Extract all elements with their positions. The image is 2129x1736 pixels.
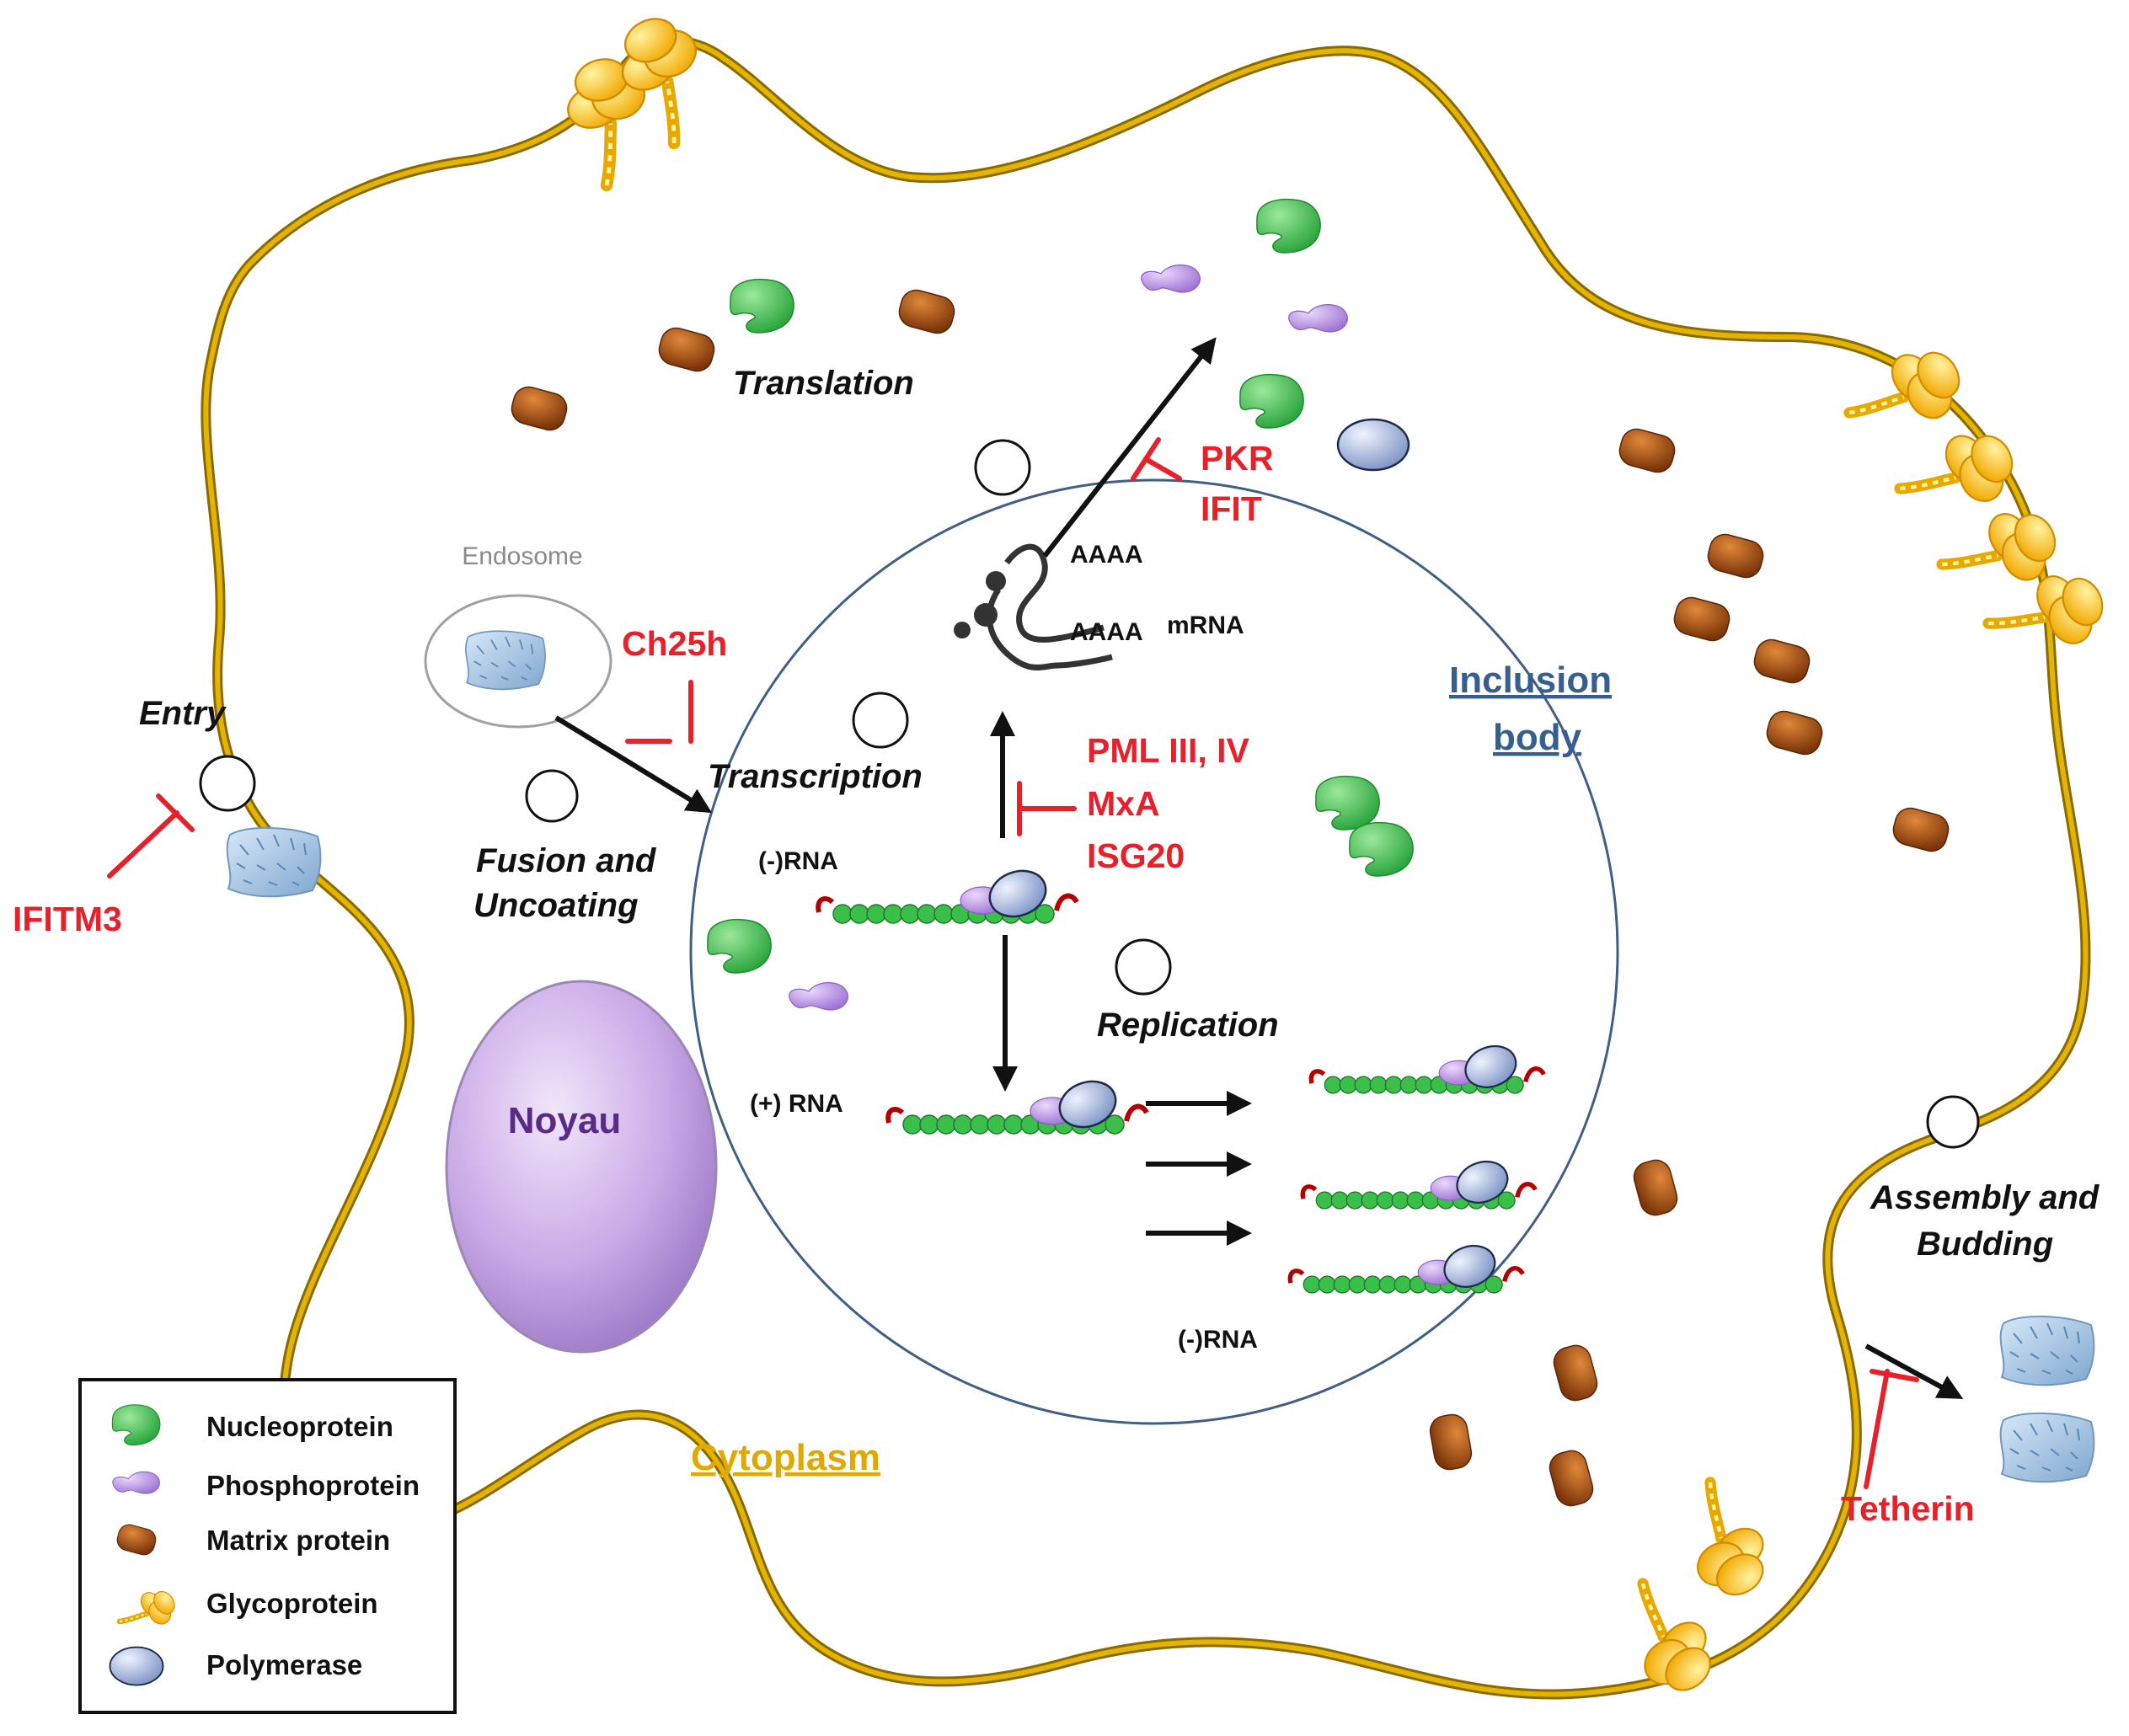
matrix-protein-icon (1704, 530, 1768, 582)
nucleoprotein-icon (730, 278, 794, 334)
endosome-label: Endosome (462, 542, 582, 570)
inclusion-body-label-line2: body (1493, 717, 1582, 758)
matrix-protein-icon (655, 323, 719, 376)
transcription-label: Transcription (708, 758, 923, 795)
minus-rna-label-top: (-)RNA (758, 847, 838, 875)
polymerase-icon (109, 1646, 164, 1686)
stage-marker-translation (974, 439, 1031, 496)
cytoplasm-label: Cytoplasm (691, 1437, 880, 1478)
matrix-protein-icon (1545, 1446, 1597, 1510)
matrix-protein-icon (1629, 1156, 1682, 1220)
mrna-ribosome (954, 543, 1113, 670)
rnp-progeny-complex (1303, 1155, 1535, 1210)
legend-item-phosphoprotein: Phosphoprotein (206, 1470, 420, 1501)
isg20-label: ISG20 (1087, 836, 1185, 875)
ch25h-label: Ch25h (622, 624, 727, 663)
matrix-protein-icon (895, 286, 959, 338)
virion-icon (465, 630, 546, 691)
polymerase-icon (1336, 418, 1410, 472)
polya-tail-2: AAAA (1070, 618, 1143, 646)
pml-label: PML III, IV (1087, 731, 1250, 770)
stage-marker-fusion (525, 769, 579, 823)
tetherin-label: Tetherin (1841, 1489, 1975, 1528)
fusion-label-line2: Uncoating (473, 887, 639, 924)
mrna-label: mRNA (1167, 612, 1244, 639)
stage-marker-entry (199, 755, 256, 812)
matrix-protein-icon (1615, 425, 1679, 477)
nucleoprotein-icon (1256, 198, 1321, 254)
legend: Nucleoprotein Phosphoprotein Matrix prot… (78, 1378, 457, 1714)
assembly-label-line1: Assembly and (1870, 1179, 2100, 1216)
virion-icon (1999, 1412, 2095, 1483)
inclusion-body-label-line1: Inclusion (1449, 660, 1612, 701)
minus-rna-label-bottom: (-)RNA (1178, 1326, 1258, 1354)
plus-rna-label: (+) RNA (750, 1090, 843, 1118)
nucleus-label: Noyau (508, 1100, 621, 1141)
translation-label: Translation (733, 365, 914, 402)
nucleus (445, 980, 718, 1354)
virion-icon (1999, 1315, 2095, 1386)
fusion-label-line1: Fusion and (476, 842, 657, 879)
assembly-label-line2: Budding (1917, 1226, 2053, 1263)
legend-item-matrix-protein: Matrix protein (206, 1525, 390, 1556)
matrix-protein-icon (1889, 804, 1953, 856)
stage-marker-transcription (852, 692, 909, 749)
phosphoprotein-icon (1141, 264, 1201, 293)
phosphoprotein-icon (1288, 303, 1348, 333)
nucleoprotein-icon (1239, 373, 1304, 429)
inhibition-markers (107, 437, 1919, 1489)
ifit-label: IFIT (1201, 489, 1262, 528)
rnp-plus-rna-complex (888, 1074, 1147, 1135)
matrix-protein-icon (1549, 1341, 1602, 1405)
rnp-progeny-complex (1311, 1039, 1543, 1094)
legend-item-glycoprotein: Glycoprotein (206, 1588, 378, 1619)
nucleoprotein-icon (707, 918, 772, 974)
matrix-protein-icon (1750, 635, 1814, 687)
rnp-progeny-complex (1290, 1239, 1522, 1294)
matrix-protein-icon (507, 382, 571, 435)
matrix-protein-icon (1427, 1411, 1474, 1473)
stage-marker-replication (1115, 938, 1172, 996)
rnp-minus-rna-complex (818, 863, 1077, 924)
pkr-label: PKR (1201, 439, 1274, 478)
ifitm3-label: IFITM3 (13, 900, 122, 938)
mxa-label: MxA (1087, 784, 1160, 823)
legend-item-polymerase: Polymerase (206, 1649, 362, 1680)
nucleoprotein-icon (1315, 775, 1380, 831)
virion-icon (226, 826, 322, 898)
matrix-protein-icon (1670, 593, 1734, 645)
glycoprotein-icon (1662, 1474, 1781, 1608)
inclusion-body (689, 478, 1619, 1425)
stage-marker-assembly (1926, 1095, 1980, 1149)
process-arrows (554, 337, 1964, 1399)
phosphoprotein-icon (789, 981, 848, 1011)
legend-item-nucleoprotein: Nucleoprotein (206, 1411, 393, 1442)
nucleoprotein-icon (1349, 821, 1414, 877)
glycoprotein-icon (606, 6, 730, 151)
entry-label: Entry (139, 695, 227, 732)
replication-label: Replication (1097, 1007, 1279, 1044)
polya-tail-1: AAAA (1070, 541, 1143, 569)
matrix-protein-icon (1763, 707, 1827, 759)
